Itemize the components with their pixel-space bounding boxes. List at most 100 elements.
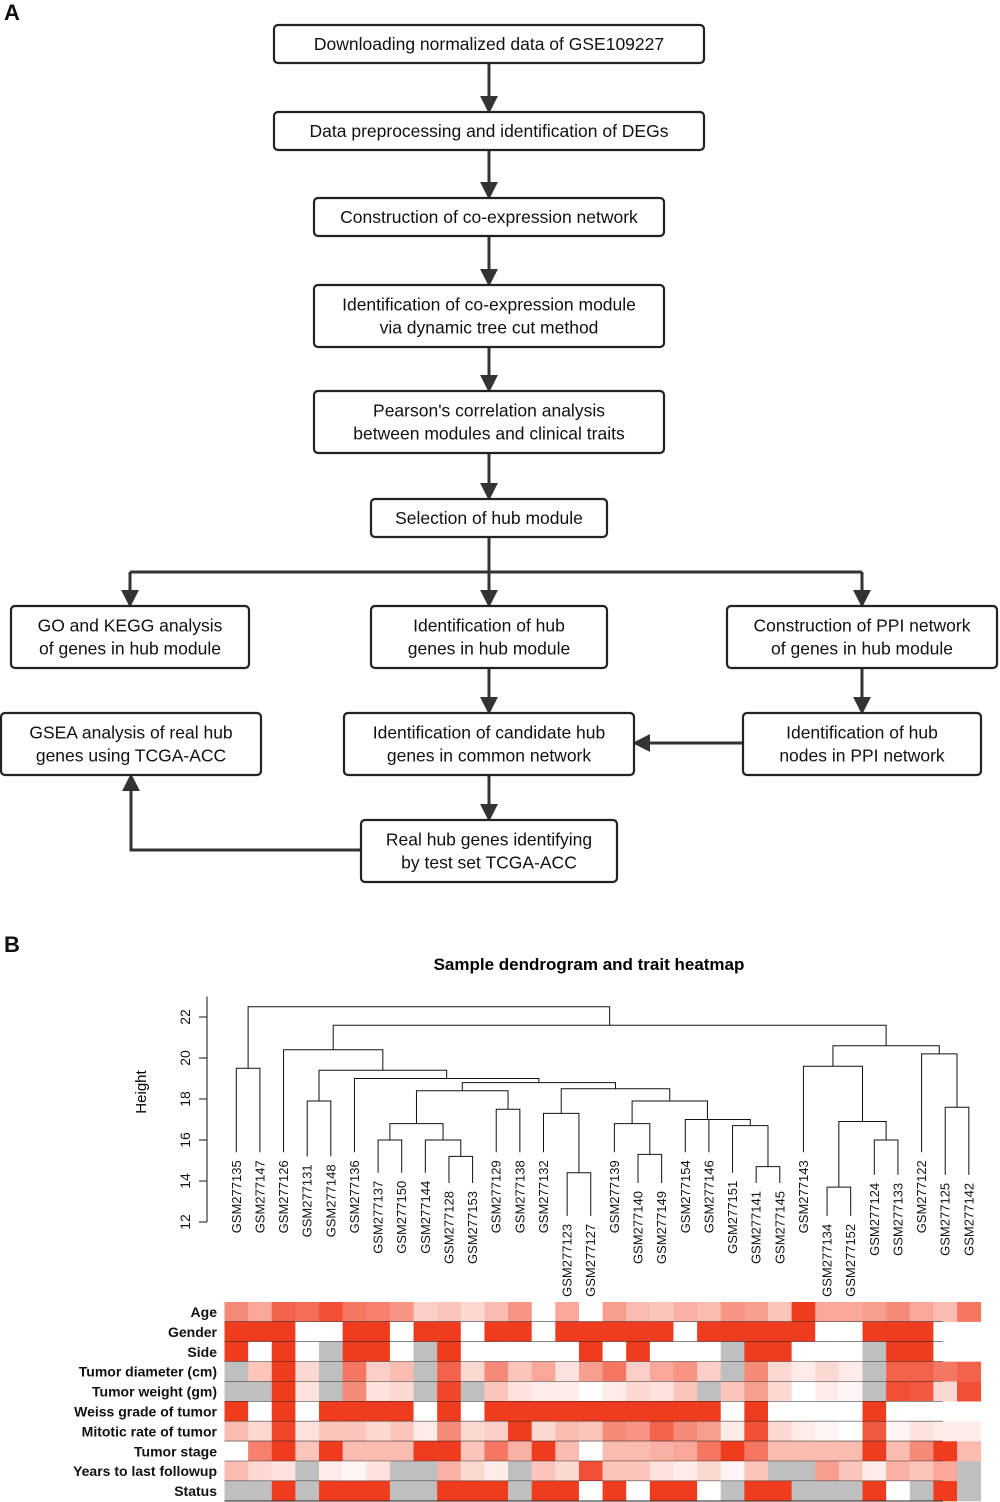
heatmap-cell [862,1381,887,1402]
heatmap-cell [815,1401,840,1422]
heatmap-cell [862,1401,887,1422]
heatmap-cell [815,1361,840,1382]
dendrogram-merge [353,1078,540,1153]
heatmap-cell [508,1441,533,1462]
flow-step-construct: Construction of co-expression network [312,196,666,238]
heatmap-cell [295,1361,320,1382]
dendrogram-merge [802,1065,863,1153]
heatmap-cell [767,1401,793,1422]
flow-text-hubnodes-0: Identification of hub [786,723,938,743]
heatmap-cell [508,1421,533,1442]
dendrogram-merge [613,1123,651,1155]
dendrogram-merge [448,1155,474,1184]
heatmap-cell [319,1441,344,1462]
heatmap-cell [838,1341,863,1362]
heatmap-cell [673,1381,698,1402]
heatmap-cell [460,1361,485,1382]
heatmap-cell [933,1461,958,1482]
heatmap-cell [224,1361,249,1382]
heatmap-cell [578,1302,603,1323]
heatmap-cell [295,1321,320,1343]
dendrogram-merge [826,1186,852,1216]
heatmap-cell [224,1421,249,1442]
heatmap-cell [626,1381,651,1402]
heatmap-cell [602,1302,627,1323]
heatmap-cell [767,1302,793,1323]
panel-a-label: A [4,0,20,25]
heatmap-cell [389,1421,414,1442]
heatmap-cell [413,1461,438,1482]
heatmap-cell [555,1441,580,1462]
flow-box-candidate [342,711,636,777]
heatmap-cell [626,1401,651,1422]
heatmap-cell [838,1361,863,1382]
heatmap-cell [602,1361,627,1382]
heatmap-cell [744,1461,769,1482]
heatmap-cell [319,1481,344,1502]
heatmap-cell [862,1441,887,1462]
heatmap-cell [697,1421,722,1442]
dendrogram-merge [684,1119,730,1153]
flow-box-ppi [725,604,999,670]
heatmap-cell [791,1361,816,1382]
flow-text-candidate-0: Identification of candidate hub [373,723,606,743]
leaf-label: GSM277154 [678,1160,693,1233]
heatmap-cell [295,1341,320,1362]
flow-text-pearson-1: between modules and clinical traits [353,424,625,444]
heatmap-cell [862,1302,887,1323]
heatmap-cell [815,1381,840,1402]
heatmap-cell [838,1381,863,1402]
heatmap-cell [531,1302,556,1323]
heatmap-cell [366,1481,391,1502]
heatmap-cell [838,1302,863,1323]
heatmap-cell [933,1341,958,1362]
heatmap-cell [437,1302,462,1323]
heatmap-cell [720,1441,745,1462]
heatmap-cell [886,1461,911,1482]
heatmap-cell [295,1441,320,1462]
heatmap-cell [578,1401,603,1422]
heatmap-cell [531,1461,556,1482]
heatmap-cell [319,1401,344,1422]
heatmap-cell [319,1461,344,1482]
heatmap-cell [815,1481,840,1502]
heatmap-cell [508,1481,533,1502]
heatmap-cell [697,1361,722,1382]
heatmap-cell [744,1441,769,1462]
heatmap-cell [649,1421,674,1442]
heatmap-cell [767,1341,793,1362]
flow-box-pearson [312,389,666,455]
heatmap-cell [437,1441,462,1462]
heatmap-cell [767,1361,793,1382]
heatmap-cell [437,1401,462,1422]
heatmap-cell [720,1302,745,1323]
heatmap-cell [697,1481,722,1502]
heatmap-cell [909,1401,934,1422]
heatmap-cell [744,1341,769,1362]
heatmap-cell [484,1421,509,1442]
flow-text-gsea-1: genes using TCGA-ACC [36,746,226,766]
heatmap-cell [295,1481,320,1502]
heatmap-cell [319,1341,344,1362]
heatmap-cell [366,1461,391,1482]
leaf-label: GSM277125 [938,1183,953,1256]
heatmap-cell [389,1441,414,1462]
trait-label: Status [174,1483,217,1499]
heatmap-cell [862,1461,887,1482]
heatmap-cell [744,1481,769,1502]
heatmap-cell [484,1321,509,1343]
heatmap-cell [886,1441,911,1462]
heatmap-cell [248,1361,273,1382]
heatmap-cell [555,1421,580,1442]
flow-text-candidate-1: genes in common network [387,746,592,766]
y-tick-label: 18 [177,1091,193,1107]
flow-text-hubgenes-0: Identification of hub [413,616,565,636]
panel-b-label: B [4,932,20,957]
flow-text-realhub-1: by test set TCGA-ACC [401,853,577,873]
heatmap-cell [886,1321,911,1343]
leaf-label: GSM277152 [843,1224,858,1297]
flow-text-preprocess-0: Data preprocessing and identification of… [310,121,669,141]
heatmap-cell [578,1461,603,1482]
